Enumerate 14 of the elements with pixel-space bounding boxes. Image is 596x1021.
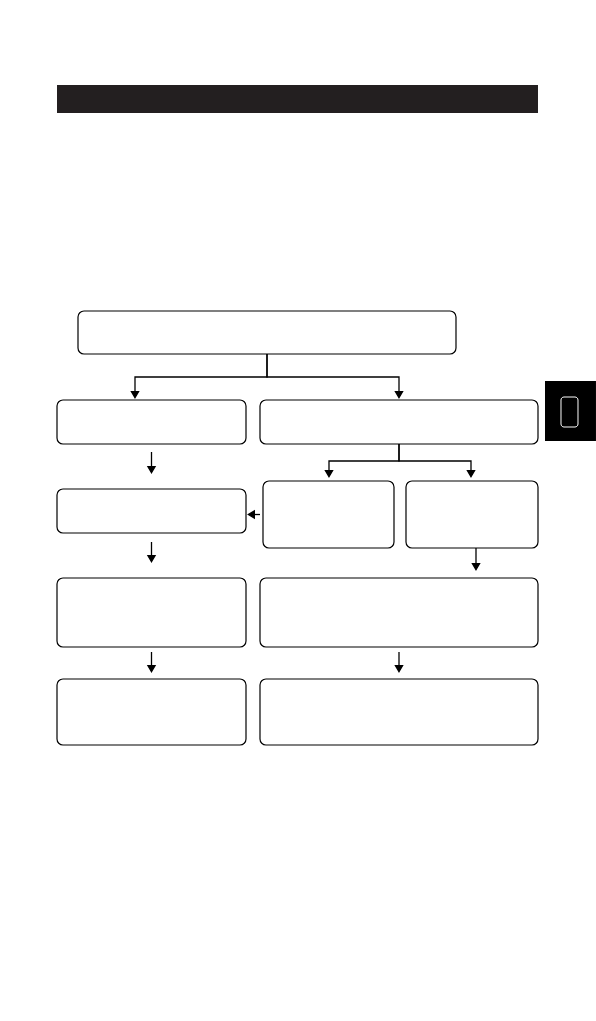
process-box (259, 399, 539, 445)
process-box (56, 488, 247, 534)
process-box (56, 678, 247, 746)
process-box (56, 399, 247, 445)
process-box (56, 577, 247, 648)
process-box (259, 577, 539, 648)
process-box (405, 480, 539, 549)
process-box (259, 678, 539, 746)
process-box (262, 480, 395, 549)
process-box (77, 310, 457, 355)
arrow (266, 353, 404, 399)
arrow (394, 651, 404, 673)
arrow (398, 443, 476, 478)
arrow (471, 547, 481, 571)
